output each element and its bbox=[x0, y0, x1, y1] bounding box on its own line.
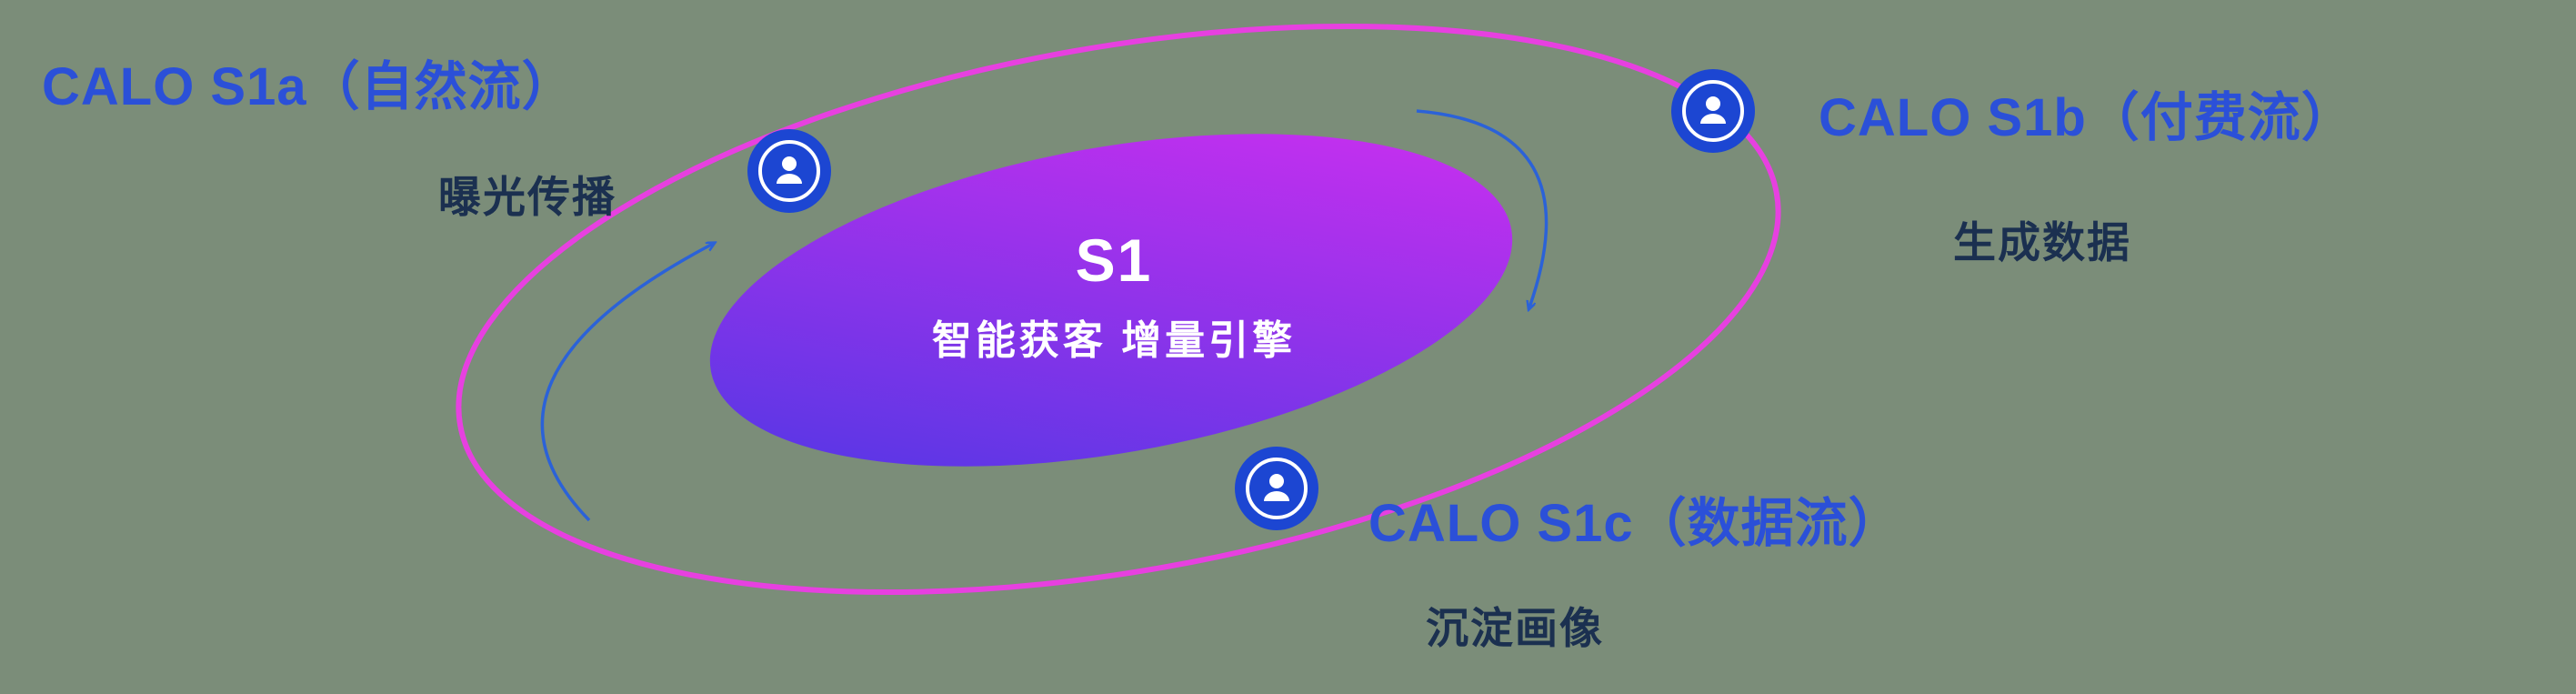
core-title: S1 bbox=[1075, 226, 1153, 294]
core-subtitle: 智能获客 增量引擎 bbox=[931, 318, 1297, 363]
person-icon bbox=[1235, 447, 1318, 530]
node-s1c bbox=[1235, 447, 1318, 530]
person-icon bbox=[747, 129, 831, 213]
label-s1a: CALO S1a（自然流） bbox=[42, 57, 576, 116]
sublabel-s1c: 沉淀画像 bbox=[1426, 604, 1604, 652]
node-s1b bbox=[1671, 69, 1755, 153]
node-s1a bbox=[747, 129, 831, 213]
label-s1b: CALO S1b（付费流） bbox=[1819, 88, 2355, 147]
sublabel-s1a: 曝光传播 bbox=[438, 173, 616, 221]
label-s1c: CALO S1c（数据流） bbox=[1368, 494, 1902, 553]
person-icon bbox=[1671, 69, 1755, 153]
sublabel-s1b: 生成数据 bbox=[1953, 218, 2131, 267]
core-text-block: S1 智能获客 增量引擎 bbox=[932, 226, 1296, 366]
orbit-ellipse bbox=[456, 23, 1781, 596]
core-ellipse bbox=[709, 134, 1513, 467]
flow-arrow-right bbox=[1416, 109, 1549, 307]
flow-arrow-left bbox=[540, 244, 713, 522]
